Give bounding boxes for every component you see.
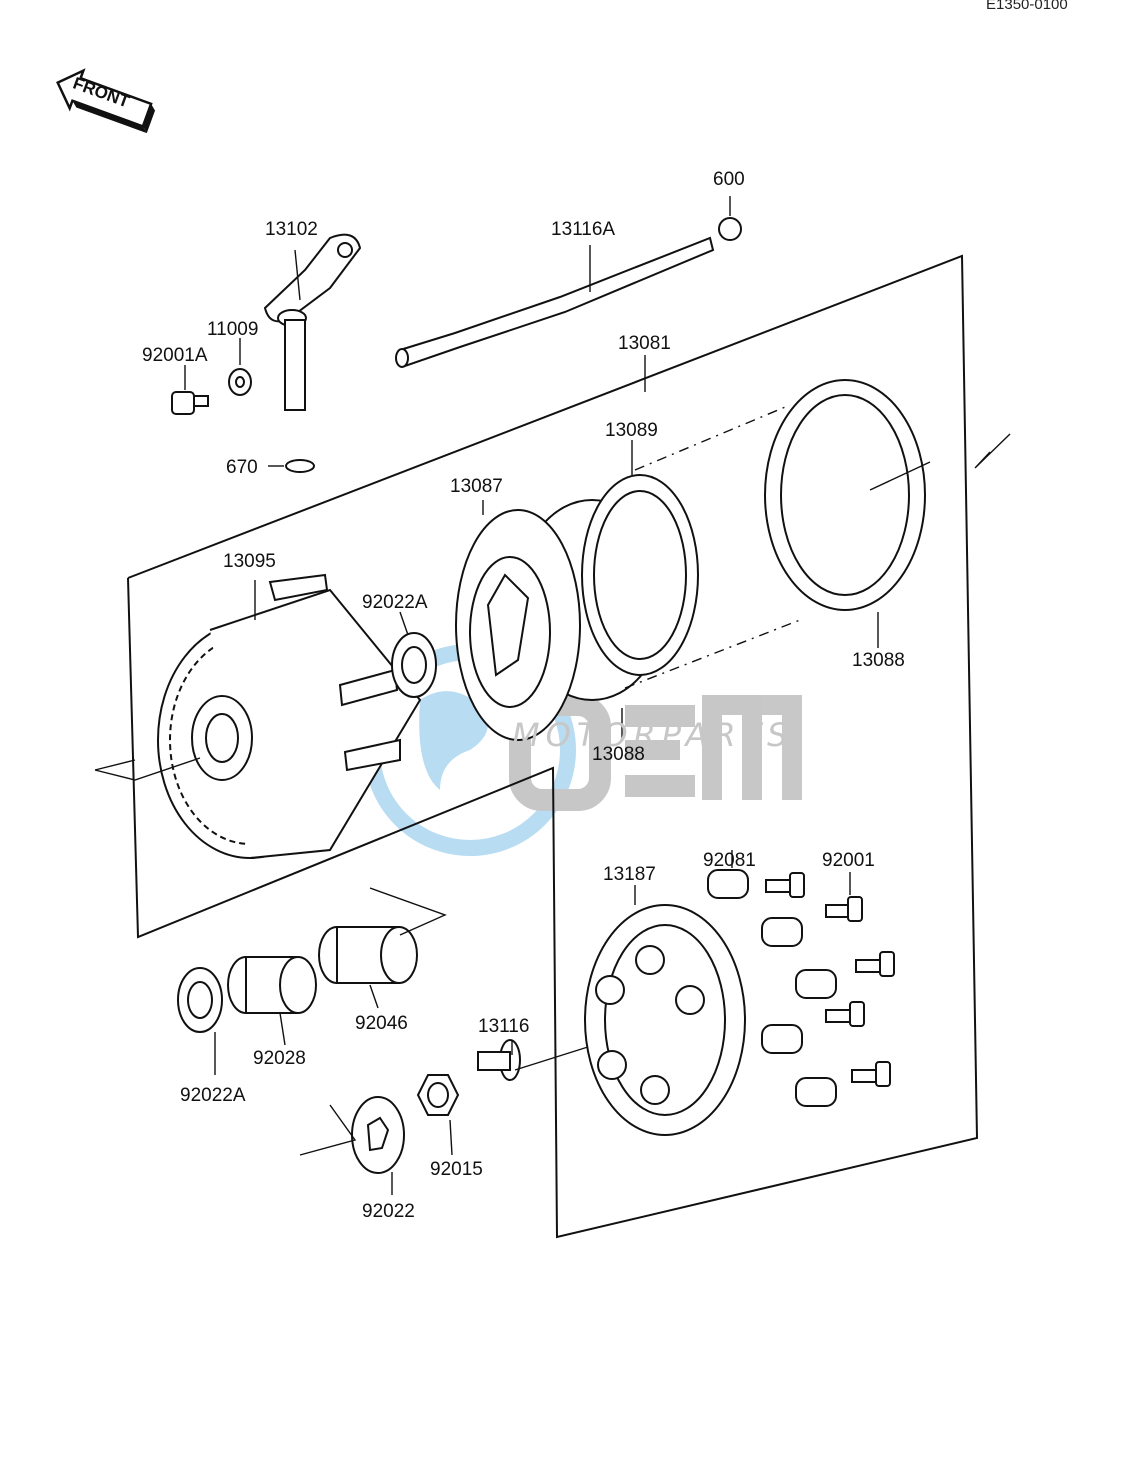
label-13102: 13102 [265, 219, 318, 240]
label-92022: 92022 [362, 1201, 415, 1222]
watermark-brand-text: MOTORPARTS [512, 716, 794, 754]
label-13087: 13087 [450, 476, 503, 497]
label-670: 670 [226, 457, 258, 478]
label-11009: 11009 [207, 319, 259, 340]
bolt-92001A [171, 365, 209, 415]
clutch-housing-13095 [94, 573, 422, 859]
label-92001A: 92001A [142, 345, 208, 366]
nut-92015 [416, 1074, 460, 1156]
needle-bearing-92046 [318, 887, 447, 1009]
o-ring-670 [268, 459, 315, 473]
steel-ball-600 [718, 196, 742, 241]
friction-plate-13088 [764, 379, 1011, 648]
thrust-washer-92022A [391, 611, 437, 698]
spring-bolts-92001 [765, 872, 895, 1087]
label-13081: 13081 [618, 333, 671, 354]
label-92015: 92015 [430, 1159, 483, 1180]
steel-plate-13089 [581, 404, 801, 689]
collar-92028 [227, 956, 317, 1046]
label-92001: 92001 [822, 850, 875, 871]
label-92022A-top: 92022A [362, 592, 428, 613]
label-13095: 13095 [223, 551, 276, 572]
label-92028: 92028 [253, 1048, 306, 1069]
label-92022A-bottom: 92022A [180, 1085, 246, 1106]
clutch-springs-92081 [707, 850, 837, 1107]
front-arrow-icon [56, 68, 156, 134]
label-13116A: 13116A [551, 219, 616, 240]
pressure-plate-13187 [584, 885, 746, 1136]
push-rod-13116A [395, 236, 715, 368]
washer-11009 [228, 338, 252, 396]
diagram-code: E1350-0100 [986, 0, 1068, 13]
label-13088-right: 13088 [852, 650, 905, 671]
label-92081: 92081 [703, 850, 756, 871]
label-13089: 13089 [605, 420, 658, 441]
label-600: 600 [713, 169, 745, 190]
label-13116: 13116 [478, 1016, 530, 1037]
release-lever-13102 [263, 233, 362, 411]
label-92046: 92046 [355, 1013, 408, 1034]
label-13187: 13187 [603, 864, 656, 885]
lock-washer-92022 [299, 1096, 405, 1195]
assembly-plane-outline [127, 254, 979, 1239]
label-13088-bottom: 13088 [592, 744, 645, 765]
thrust-washer-92022A-lower [177, 967, 223, 1075]
